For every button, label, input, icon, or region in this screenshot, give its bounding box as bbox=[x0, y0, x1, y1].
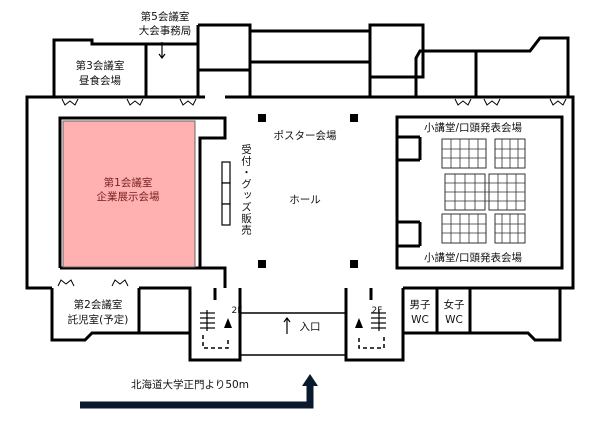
reception-desks bbox=[221, 161, 231, 226]
room1-exhibit-area bbox=[62, 120, 196, 268]
room3-use: 昼食会場 bbox=[79, 75, 121, 87]
outer-wall-left bbox=[25, 95, 205, 290]
wc-men-wc: WC bbox=[411, 314, 429, 326]
lecture-hall-label-top: 小講堂/口頭発表会場 bbox=[423, 122, 523, 134]
directions-label: 北海道大学正門より50m bbox=[131, 379, 249, 391]
reception-label: 受付・グッズ販売 bbox=[240, 144, 252, 236]
room2-use: 託児室(予定) bbox=[67, 314, 129, 326]
room5-use: 大会事務局 bbox=[138, 25, 192, 37]
hall-label: ホール bbox=[289, 194, 321, 206]
wc-women-label: 女子 bbox=[443, 299, 465, 311]
lecture-seats bbox=[441, 138, 526, 244]
outer-wall-right bbox=[225, 95, 575, 290]
room2-wall bbox=[50, 288, 141, 342]
entrance-label: 入口 bbox=[299, 321, 321, 333]
route-arrow-icon bbox=[80, 374, 318, 409]
room5-name: 第5会議室 bbox=[140, 11, 190, 23]
lecture-hall-label-bottom: 小講堂/口頭発表会場 bbox=[423, 252, 523, 264]
poster-area-label: ポスター会場 bbox=[273, 130, 337, 142]
seat-grid bbox=[442, 139, 525, 243]
pillars bbox=[258, 114, 358, 268]
room1-name: 第1会議室 bbox=[103, 177, 153, 189]
lecture-hall-wall bbox=[395, 115, 564, 270]
room3-wall bbox=[52, 38, 198, 97]
stairs-up-arrow-right bbox=[355, 318, 363, 328]
wc-men-label: 男子 bbox=[409, 299, 431, 311]
stairs-left bbox=[200, 310, 215, 331]
room1-wall bbox=[58, 116, 227, 288]
wc-women-wc: WC bbox=[445, 314, 463, 326]
stairs-right-label: 2F bbox=[371, 306, 383, 316]
stairs-left-label: 2F bbox=[231, 306, 243, 316]
doors bbox=[57, 98, 567, 287]
room3-name: 第3会議室 bbox=[75, 60, 125, 72]
room1-use: 企業展示会場 bbox=[96, 191, 160, 203]
stairs-right bbox=[371, 310, 386, 331]
room2-name: 第2会議室 bbox=[73, 299, 123, 311]
stairs-up-arrow-left bbox=[224, 318, 232, 328]
